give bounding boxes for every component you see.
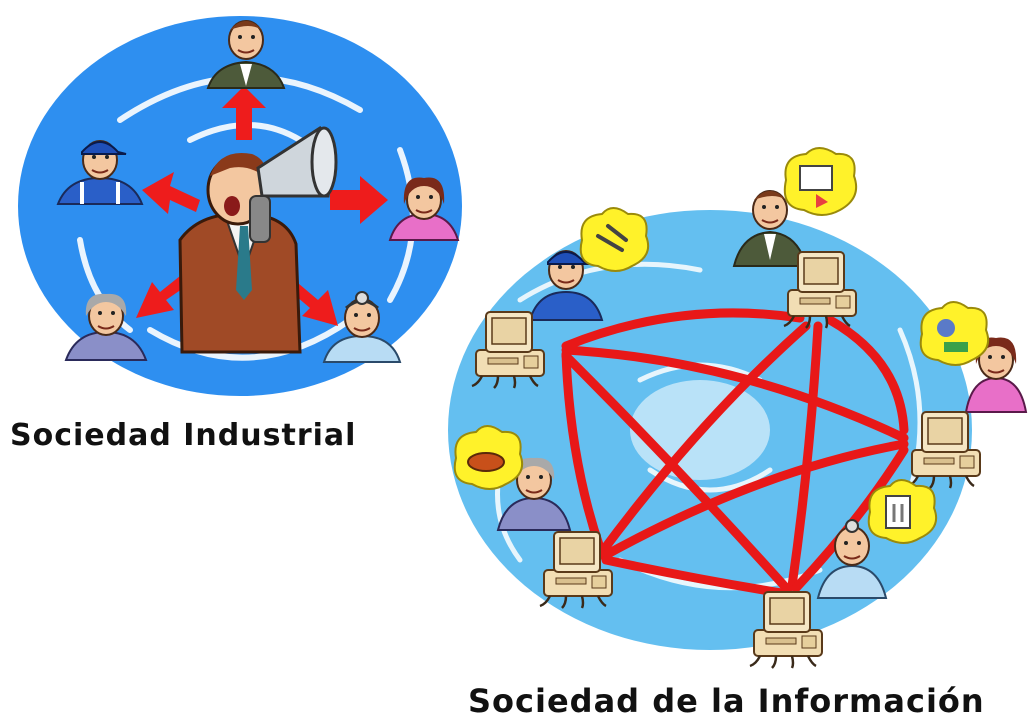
industrial-society-scene xyxy=(18,16,462,396)
node-worker xyxy=(470,207,650,390)
network-links xyxy=(561,308,909,599)
shopping-thought-bubble-icon xyxy=(919,301,990,366)
worker-cap-icon xyxy=(56,140,144,205)
arrow-up xyxy=(222,86,266,140)
link-worker-elderly xyxy=(561,349,605,553)
link-woman-elderly xyxy=(599,439,909,561)
node-businessman xyxy=(732,147,858,330)
information-society-scene xyxy=(448,147,1028,670)
link-woman-doctor xyxy=(791,445,909,593)
doctor-icon xyxy=(322,291,402,363)
businessman-icon xyxy=(732,190,808,267)
doctor-icon xyxy=(816,519,888,599)
node-elderly-woman xyxy=(453,425,614,610)
presentation-thought-bubble-icon xyxy=(783,147,858,216)
arrow-left xyxy=(142,172,200,214)
businessman-icon xyxy=(206,20,286,89)
person-with-megaphone-icon xyxy=(178,125,338,354)
arrow-right xyxy=(330,176,388,224)
industrial-society-caption: Sociedad Industrial xyxy=(10,418,357,453)
worker-cap-icon xyxy=(528,250,604,321)
node-woman xyxy=(906,301,1028,490)
food-thought-bubble-icon xyxy=(453,425,524,490)
link-worker-doctor xyxy=(561,351,793,595)
tools-thought-bubble-icon xyxy=(579,207,650,272)
link-worker-woman xyxy=(561,345,909,443)
elderly-woman-icon xyxy=(496,457,572,531)
link-businessman-woman xyxy=(825,315,909,435)
link-businessman-elderly xyxy=(597,321,811,557)
node-doctor xyxy=(748,479,938,670)
elderly-woman-icon xyxy=(64,293,148,361)
link-businessman-doctor xyxy=(787,321,823,591)
xray-thought-bubble-icon xyxy=(867,479,938,544)
information-society-caption: Sociedad de la Información xyxy=(468,682,985,720)
link-elderly-doctor xyxy=(601,555,793,599)
link-worker-businessman xyxy=(561,308,805,351)
woman-pink-icon xyxy=(388,177,460,241)
